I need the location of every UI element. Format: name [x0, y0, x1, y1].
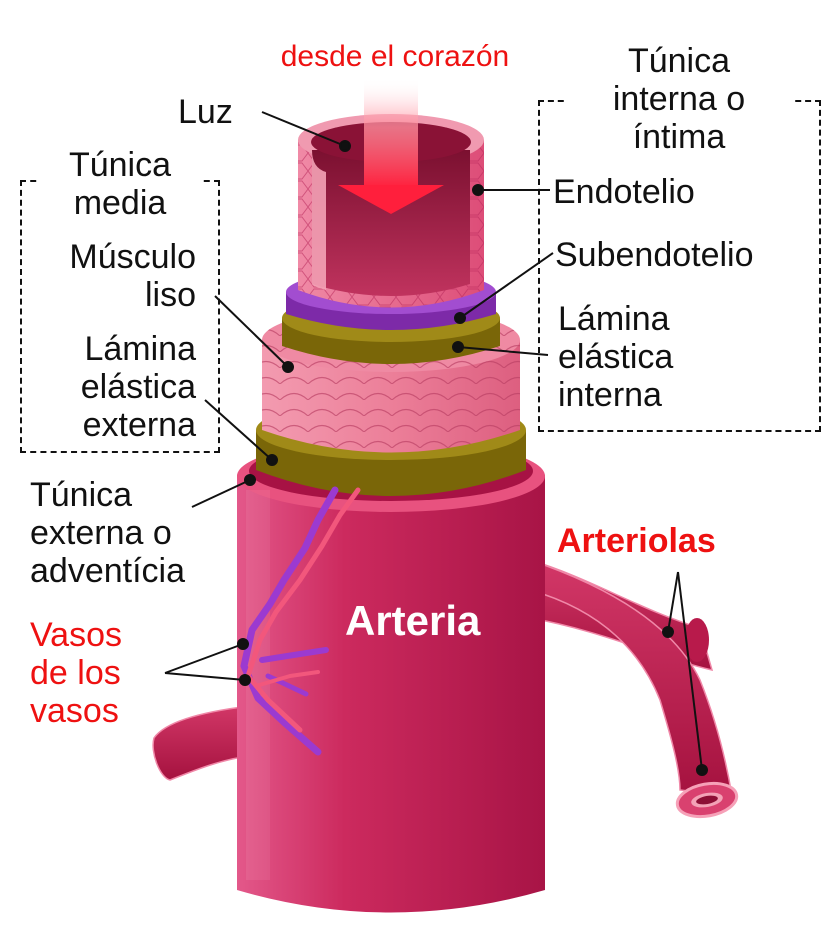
musculo-liso-label: Músculo liso — [69, 238, 196, 314]
leader-lines — [164, 111, 708, 776]
lamina-elastica-interna-label: Lámina elástica interna — [558, 300, 674, 414]
tunica-externa-label: Túnica externa o adventícia — [30, 476, 185, 590]
flow-direction-label: desde el corazón — [280, 40, 510, 73]
vasos-de-los-vasos-label: Vasos de los vasos — [30, 616, 122, 730]
right-branch-vessels — [529, 558, 739, 819]
arteria-label: Arteria — [345, 597, 481, 644]
lamina-elastica-externa-label: Lámina elástica externa — [80, 330, 196, 444]
tunica-interna-label: Túnica interna o íntima — [566, 42, 792, 156]
luz-label: Luz — [178, 93, 233, 131]
tunica-media-label: Túnica media — [40, 146, 200, 222]
blood-flow-arrow — [338, 78, 444, 214]
endotelio-label: Endotelio — [553, 173, 695, 211]
left-branch-vessel — [152, 705, 253, 781]
subendotelio-label: Subendotelio — [555, 236, 754, 274]
endotelio-layer — [298, 114, 484, 308]
arteriolas-label: Arteriolas — [557, 522, 716, 560]
vasa-vasorum — [240, 486, 361, 756]
